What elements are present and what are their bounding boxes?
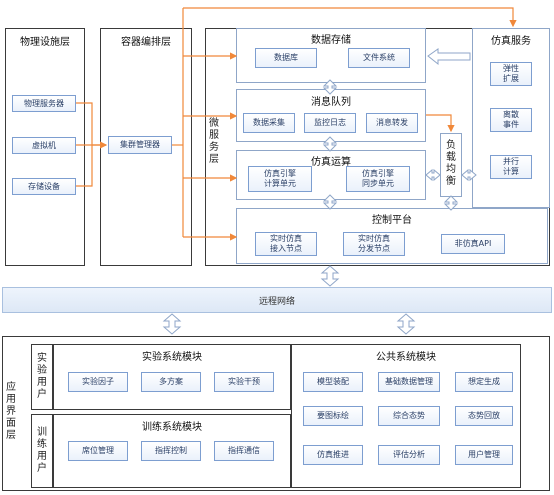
load-balancer: 负载均衡	[440, 133, 462, 197]
model-assembly-box: 模型装配	[303, 372, 363, 392]
storage-device-box: 存储设备	[12, 178, 76, 195]
parallel-compute-box: 并行 计算	[490, 155, 532, 179]
map-plotting-box: 要图标绘	[303, 406, 363, 426]
message-forward-box: 消息转发	[366, 113, 418, 133]
message-queue-title: 消息队列	[311, 97, 351, 108]
data-collection-box: 数据采集	[243, 113, 295, 133]
multi-plan-box: 多方案	[141, 372, 201, 392]
training-user-box: 训练用户	[31, 414, 53, 488]
file-system-box: 文件系统	[348, 48, 410, 68]
virtual-machine-box: 虚拟机	[12, 137, 76, 154]
sim-advance-box: 仿真推进	[303, 445, 363, 465]
elastic-scale-box: 弹性 扩展	[490, 62, 532, 86]
experiment-user-label: 实验用户	[37, 353, 47, 400]
cluster-manager-box: 集群管理器	[108, 136, 172, 154]
remote-network-bar: 远程网络	[2, 287, 552, 313]
eval-analysis-box: 评估分析	[378, 445, 440, 465]
experiment-factor-box: 实验因子	[68, 372, 128, 392]
experiment-user-box: 实验用户	[31, 344, 53, 410]
realtime-access-node-box: 实时仿真 接入节点	[255, 232, 317, 256]
discrete-event-box: 离散 事件	[490, 108, 532, 132]
experiment-intervention-box: 实验干预	[214, 372, 274, 392]
container-layer-title: 容器编排层	[121, 37, 171, 48]
physical-layer-title: 物理设施层	[20, 37, 70, 48]
situation-overview-box: 综合态势	[378, 406, 440, 426]
training-module-title: 训练系统模块	[142, 422, 202, 433]
monitor-log-box: 监控日志	[304, 113, 356, 133]
base-data-mgmt-box: 基础数据管理	[378, 372, 440, 392]
training-user-label: 训练用户	[37, 427, 47, 474]
non-sim-api-box: 非仿真API	[441, 234, 505, 254]
seat-management-box: 席位管理	[68, 441, 128, 461]
simulation-compute-title: 仿真运算	[311, 157, 351, 168]
experiment-module-title: 实验系统模块	[142, 352, 202, 363]
microservice-layer-title: 微服务层	[209, 118, 219, 165]
command-control-box: 指挥控制	[141, 441, 201, 461]
app-layer-title: 应用界面层	[6, 382, 16, 441]
realtime-dispatch-node-box: 实时仿真 分发节点	[343, 232, 405, 256]
simulation-service-title: 仿真服务	[491, 36, 531, 47]
public-module-title: 公共系统模块	[376, 352, 436, 363]
situation-replay-box: 态势回放	[455, 406, 513, 426]
command-comm-box: 指挥通信	[214, 441, 274, 461]
control-platform-title: 控制平台	[372, 215, 412, 226]
load-balancer-title: 负载均衡	[446, 140, 456, 187]
database-box: 数据库	[255, 48, 317, 68]
engine-compute-unit-box: 仿真引擎 计算单元	[248, 166, 312, 192]
engine-sync-unit-box: 仿真引擎 同步单元	[346, 166, 410, 192]
physical-server-box: 物理服务器	[12, 95, 76, 112]
remote-network-label: 远程网络	[258, 296, 295, 307]
user-mgmt-box: 用户管理	[455, 445, 513, 465]
scenario-gen-box: 想定生成	[455, 372, 513, 392]
data-storage-title: 数据存储	[311, 35, 351, 46]
